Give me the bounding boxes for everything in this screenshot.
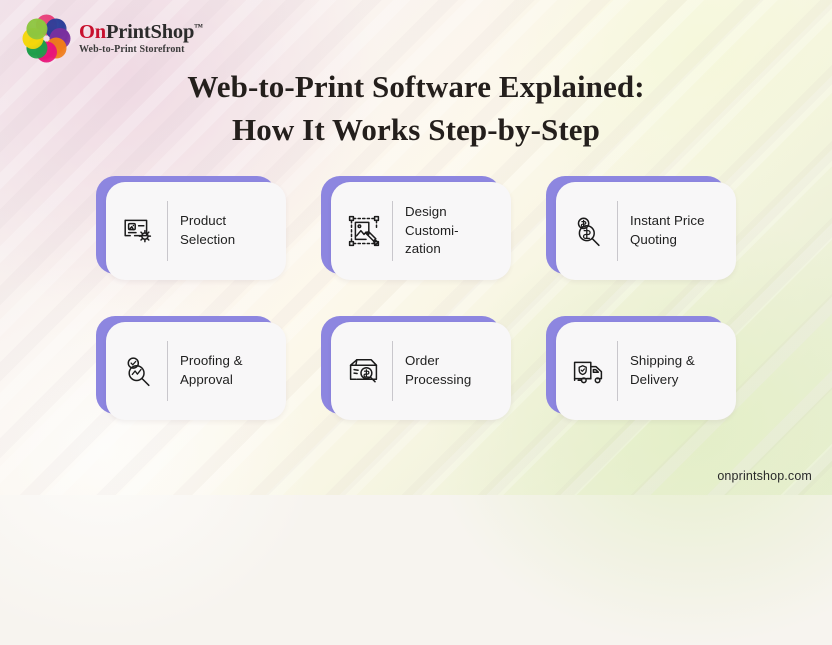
- card-label: Design Customi- zation: [405, 203, 459, 257]
- box-dollar-magnifier-icon: [345, 352, 383, 390]
- brand-tagline: Web-to-Print Storefront: [79, 44, 185, 56]
- step-card-proofing-approval[interactable]: Proofing & Approval: [96, 316, 286, 420]
- page-title-line-2: How It Works Step-by-Step: [232, 111, 600, 147]
- card-divider: [392, 201, 393, 261]
- brand-logo[interactable]: OnPrintShop™ Web-to-Print Storefront: [22, 14, 203, 62]
- card-divider: [617, 201, 618, 261]
- card-divider: [617, 341, 618, 401]
- card-label: Order Processing: [405, 353, 472, 387]
- brand-name-suffix: PrintShop: [105, 20, 195, 43]
- card-label: Product Selection: [180, 213, 236, 247]
- card-divider: [167, 341, 168, 401]
- truck-shield-icon: [570, 352, 608, 390]
- card-label: Shipping & Delivery: [630, 353, 695, 387]
- page-title-line-1: Web-to-Print Software Explained:: [187, 69, 645, 104]
- step-card-order-processing[interactable]: Order Processing: [321, 316, 511, 420]
- product-card-gear-icon: [120, 212, 158, 250]
- infographic-content: OnPrintShop™ Web-to-Print Storefront Web…: [0, 14, 832, 483]
- steps-grid: Product Selection: [96, 176, 746, 420]
- brand-logo-text: OnPrintShop™ Web-to-Print Storefront: [79, 21, 203, 56]
- step-card-product-selection[interactable]: Product Selection: [96, 176, 286, 280]
- card-label: Instant Price Quoting: [630, 213, 705, 247]
- trademark-symbol: ™: [194, 21, 203, 32]
- step-card-shipping-delivery[interactable]: Shipping & Delivery: [546, 316, 736, 420]
- coin-magnifier-dollar-icon: [570, 212, 608, 250]
- card-divider: [392, 341, 393, 401]
- image-edit-selection-icon: [345, 212, 383, 250]
- card-divider: [167, 201, 168, 261]
- card-surface: Proofing & Approval: [106, 322, 286, 420]
- footer-website[interactable]: onprintshop.com: [717, 469, 812, 483]
- logo-petal: [25, 17, 47, 39]
- step-card-instant-price-quoting[interactable]: Instant Price Quoting: [546, 176, 736, 280]
- page-title: Web-to-Print Software Explained: How It …: [0, 66, 832, 152]
- card-surface: Instant Price Quoting: [556, 182, 736, 280]
- card-surface: Product Selection: [106, 182, 286, 280]
- brand-name: OnPrintShop™: [79, 22, 203, 43]
- card-surface: Shipping & Delivery: [556, 322, 736, 420]
- card-surface: Design Customi- zation: [331, 182, 511, 280]
- check-magnifier-icon: [120, 352, 158, 390]
- card-label: Proofing & Approval: [180, 353, 243, 387]
- onprintshop-flower-logo-icon: [22, 14, 70, 62]
- brand-name-prefix: On: [79, 20, 106, 43]
- card-surface: Order Processing: [331, 322, 511, 420]
- step-card-design-customization[interactable]: Design Customi- zation: [321, 176, 511, 280]
